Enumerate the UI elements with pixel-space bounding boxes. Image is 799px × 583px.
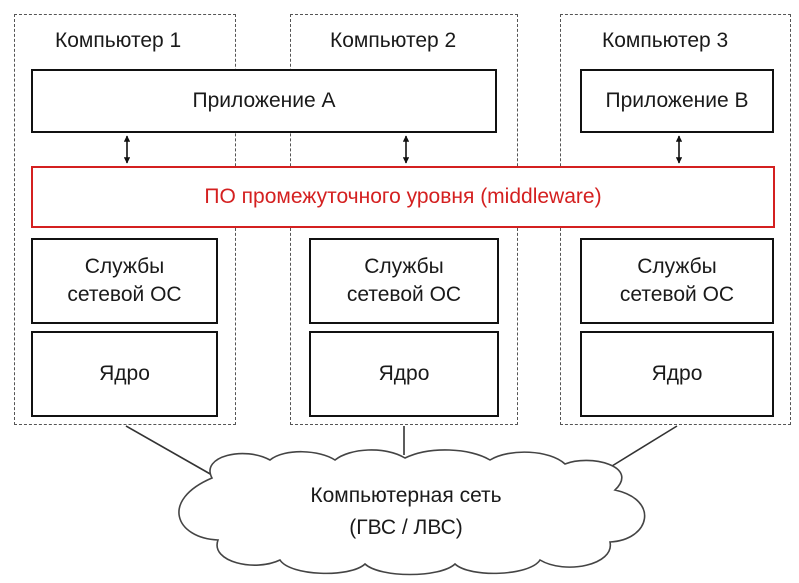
computer-2-kernel-label: Ядро [378, 361, 430, 385]
computer-2-services-line1: Службы [364, 254, 444, 278]
computer-3-network-link [611, 425, 678, 467]
computer-2-services-line2: сетевой ОС [346, 283, 462, 306]
computer-3-os-services-box: Службы сетевой ОС [580, 238, 774, 324]
computer-3-kernel-label: Ядро [651, 361, 703, 385]
computer-1-kernel-label: Ядро [99, 361, 150, 385]
network-label-line2: (ГВС / ЛВС) [349, 515, 463, 539]
computer-2-os-services-box: Службы сетевой ОС [309, 238, 499, 324]
network-cloud-label: Компьютерная сеть (ГВС / ЛВС) [256, 480, 556, 543]
application-b-label: Приложение В [605, 88, 749, 112]
network-cloud-shape [178, 449, 646, 576]
computer-2-kernel-box: Ядро [309, 331, 499, 417]
middleware-box: ПО промежуточного уровня (middleware) [31, 166, 775, 228]
computer-3-kernel-box: Ядро [580, 331, 774, 417]
network-label-line1: Компьютерная сеть [310, 484, 502, 507]
computer-2-title: Компьютер 2 [330, 29, 457, 52]
computer-1-services-line2: сетевой ОС [67, 283, 182, 306]
computer-3-title: Компьютер 3 [602, 29, 729, 52]
computer-3-services-line2: сетевой ОС [619, 283, 735, 306]
computer-1-kernel-box: Ядро [31, 331, 218, 417]
application-a-box: Приложение А [31, 69, 497, 133]
computer-1-services-line1: Службы [84, 254, 165, 278]
computer-1-os-services-box: Службы сетевой ОС [31, 238, 218, 324]
computer-1-title: Компьютер 1 [55, 29, 182, 52]
application-a-label: Приложение А [192, 88, 336, 112]
computer-1-network-link [125, 425, 213, 476]
application-b-box: Приложение В [580, 69, 774, 133]
computer-3-services-line1: Службы [637, 254, 717, 278]
middleware-label: ПО промежуточного уровня (middleware) [204, 185, 602, 208]
